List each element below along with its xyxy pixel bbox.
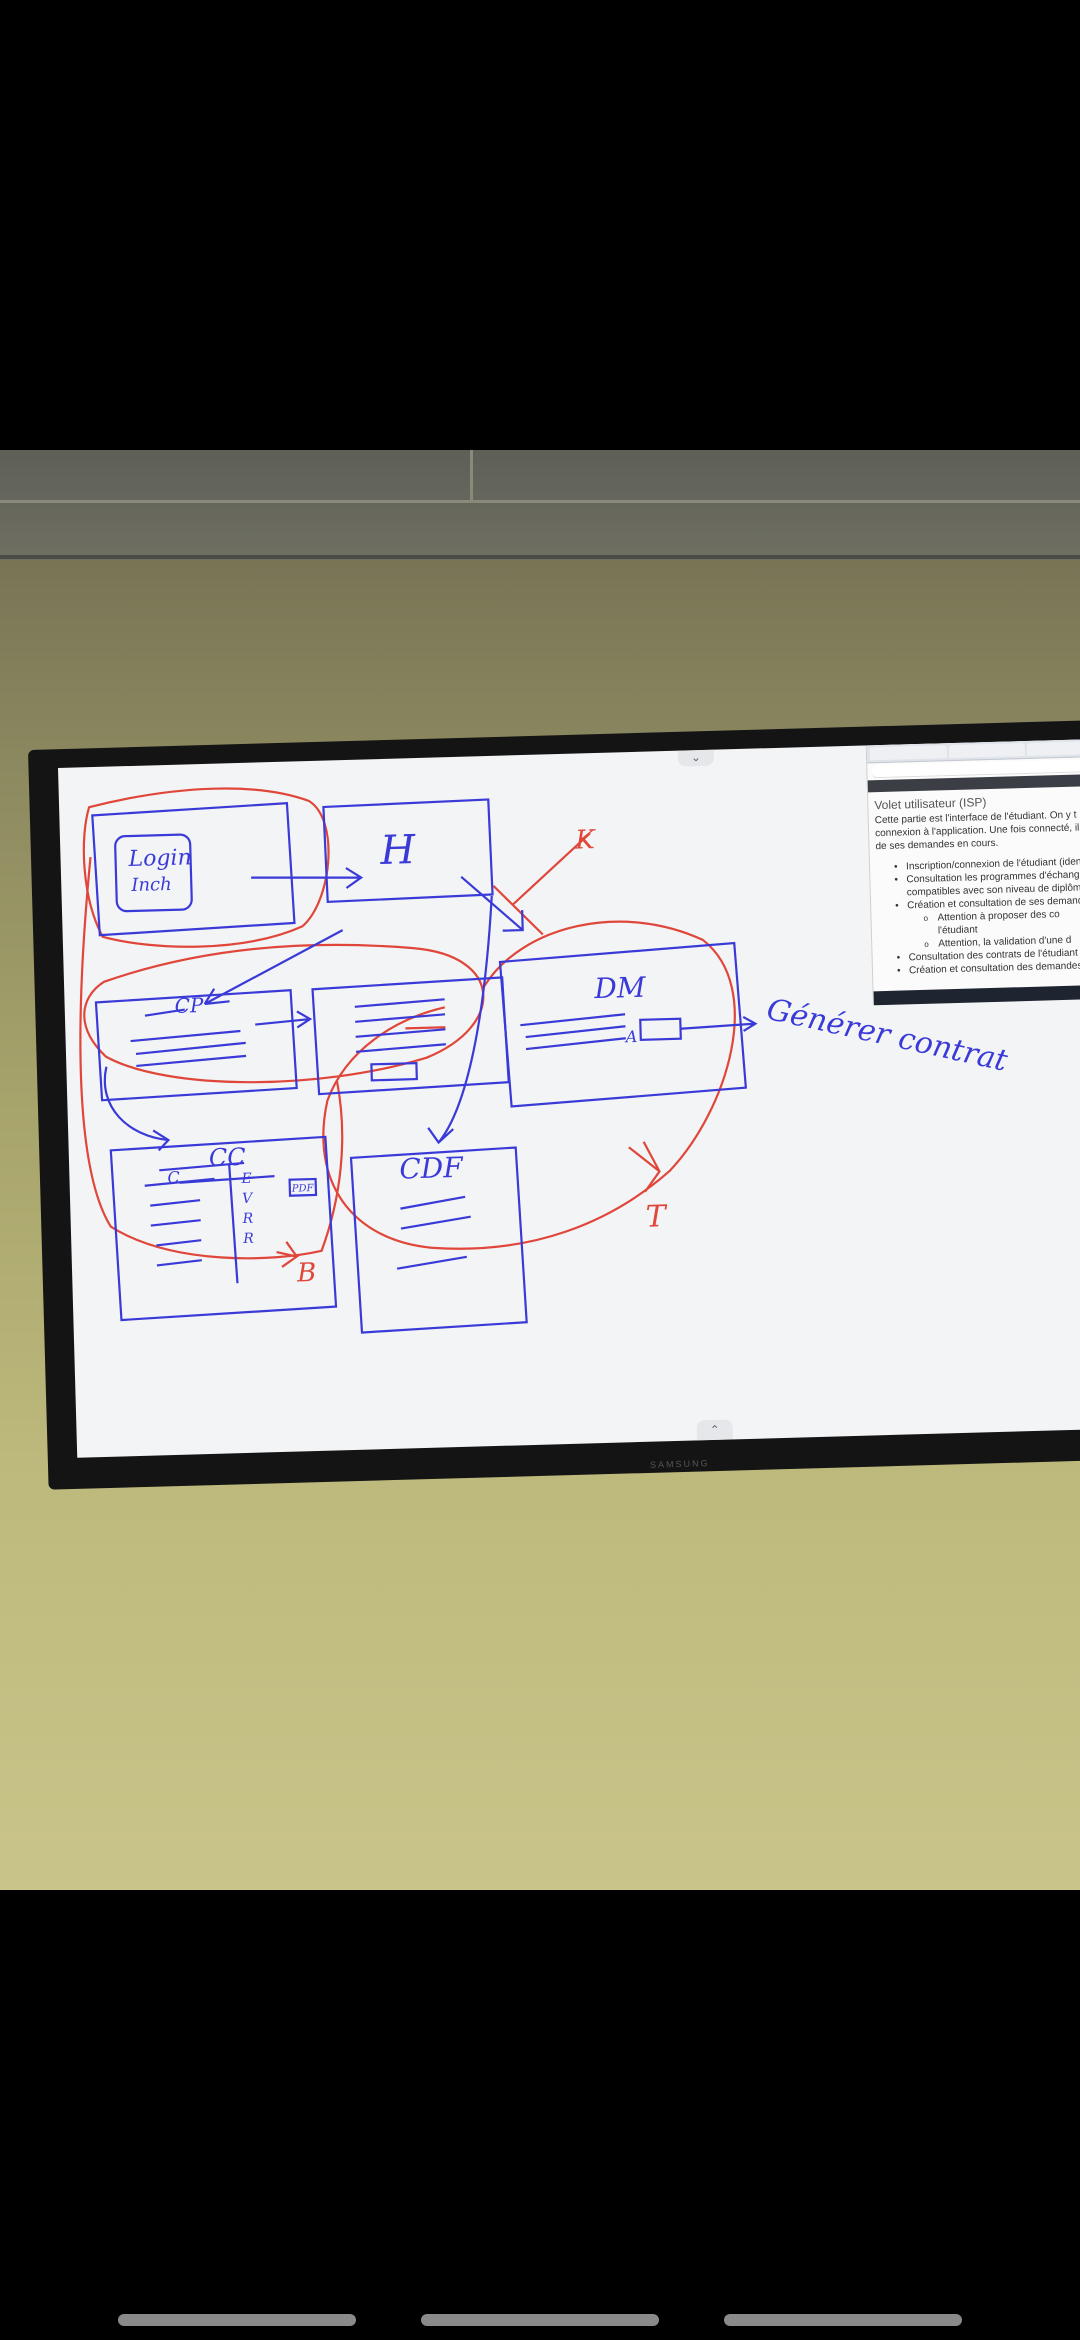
login-label: Login	[127, 845, 192, 872]
t-label: T	[645, 1199, 668, 1235]
tv-screen: Login Inch H CP DM A CC C E V R R PDF CD…	[58, 738, 1080, 1458]
cc-label: CC	[209, 1143, 247, 1172]
cc-letter: V	[242, 1191, 254, 1207]
b-label: B	[296, 1258, 317, 1289]
cc-letter: R	[241, 1211, 253, 1227]
cc-pdf-button: PDF	[291, 1183, 315, 1195]
gesture-navigation-bar	[0, 2300, 1080, 2340]
dm-label: DM	[593, 971, 647, 1005]
cp-label: CP	[174, 993, 204, 1018]
nav-pill[interactable]	[118, 2314, 356, 2326]
cc-letter: R	[242, 1231, 254, 1247]
cc-c-label: C	[167, 1168, 180, 1187]
browser-tab[interactable]	[869, 745, 947, 761]
browser-tab[interactable]	[948, 742, 1026, 759]
chevron-down-icon[interactable]: ⌄	[677, 749, 715, 767]
photo: Login Inch H CP DM A CC C E V R R PDF CD…	[0, 450, 1080, 1890]
ceiling	[0, 450, 1080, 560]
document-window: Volet utilisateur (ISP) Cette partie est…	[865, 738, 1080, 1006]
login-sublabel: Inch	[130, 874, 172, 896]
cc-letter: E	[240, 1171, 252, 1187]
k-label: K	[574, 825, 597, 856]
nav-pill[interactable]	[421, 2314, 659, 2326]
whiteboard-sketch: Login Inch H CP DM A CC C E V R R PDF CD…	[79, 787, 1012, 1334]
nav-pill[interactable]	[724, 2314, 962, 2326]
dm-letter: A	[623, 1027, 637, 1046]
home-label: H	[379, 827, 417, 874]
cdf-label: CDF	[399, 1151, 465, 1186]
chevron-up-icon[interactable]: ⌃	[696, 1419, 734, 1441]
generer-contrat-note: Générer contrat	[764, 992, 1012, 1079]
browser-tab[interactable]	[1027, 740, 1080, 756]
tv-brand-logo: SAMSUNG	[649, 1458, 710, 1470]
